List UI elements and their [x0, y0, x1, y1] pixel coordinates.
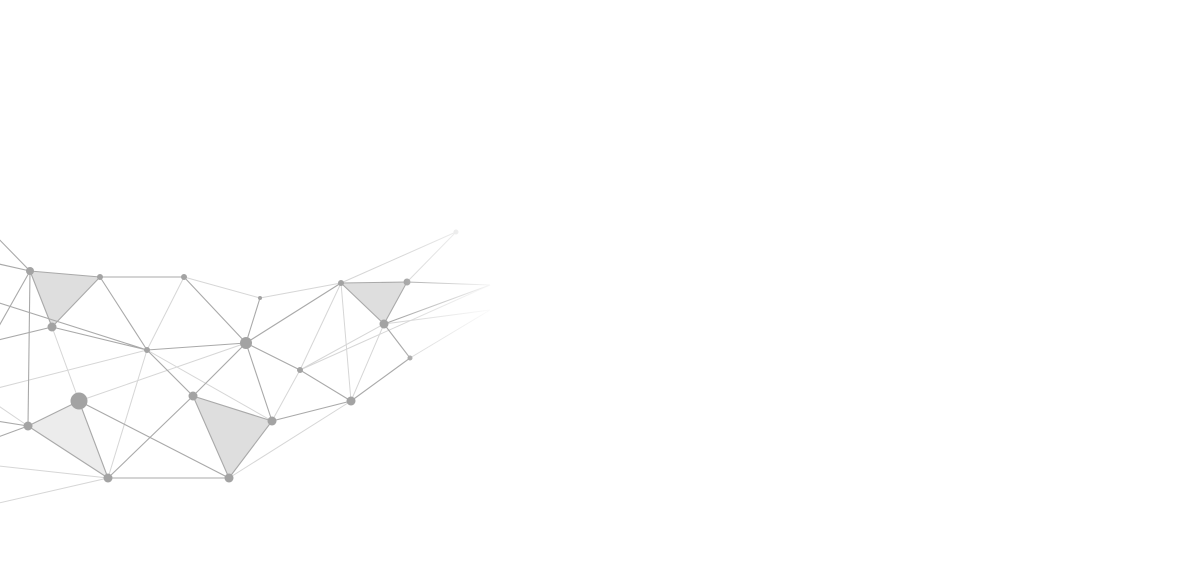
connection-line: [78, 342, 247, 402]
connection-line: [183, 276, 261, 299]
connection-line: [0, 421, 29, 427]
connection-line: [27, 400, 80, 427]
connection-line: [0, 239, 31, 272]
connection-line: [27, 270, 31, 427]
connection-line: [0, 326, 53, 341]
network-node: [346, 396, 356, 406]
connection-line: [0, 270, 31, 326]
connection-line: [245, 342, 273, 422]
network-node: [407, 355, 413, 361]
network-node: [144, 347, 150, 353]
network-nodes: [23, 229, 459, 483]
connection-line: [299, 323, 385, 371]
shaded-triangle: [341, 282, 407, 324]
connection-line: [27, 425, 109, 479]
connection-line: [146, 349, 273, 422]
connection-line: [340, 282, 385, 325]
connection-line: [146, 349, 194, 397]
connection-line: [0, 406, 29, 427]
connection-line: [99, 276, 148, 351]
network-node: [103, 473, 113, 483]
connection-line: [192, 395, 230, 479]
connection-line: [406, 231, 457, 283]
connection-line: [192, 342, 247, 397]
connection-line: [192, 395, 273, 422]
connection-line: [228, 400, 352, 479]
network-node: [258, 296, 262, 300]
connection-line: [146, 342, 247, 351]
network-node: [70, 392, 88, 410]
connection-line: [299, 284, 491, 371]
connection-line: [0, 477, 109, 504]
connection-line: [245, 297, 261, 344]
shaded-triangle: [28, 401, 108, 478]
shaded-triangle: [30, 271, 100, 327]
network-node: [224, 473, 234, 483]
connection-line: [78, 400, 109, 479]
connection-line: [0, 263, 31, 272]
network-node: [26, 267, 34, 275]
network-node: [379, 319, 389, 329]
connection-line: [78, 400, 230, 479]
connection-line: [406, 281, 491, 286]
connection-line: [0, 302, 148, 351]
connection-line: [340, 282, 352, 402]
network-node: [188, 391, 198, 401]
connection-line: [409, 309, 491, 359]
connection-line: [228, 420, 273, 479]
connection-line: [383, 309, 491, 325]
connection-line: [299, 369, 352, 402]
connection-line: [0, 349, 148, 388]
connection-line: [271, 400, 352, 422]
network-node: [23, 421, 33, 431]
connection-line: [51, 326, 148, 351]
shaded-triangle: [193, 396, 272, 478]
network-node: [338, 280, 344, 286]
network-node: [267, 416, 277, 426]
connection-line: [51, 326, 80, 402]
connection-line: [340, 281, 408, 284]
network-node: [181, 274, 187, 280]
connection-lines: [0, 231, 491, 504]
connection-line: [271, 369, 301, 422]
connection-line: [29, 270, 53, 328]
connection-line: [383, 323, 411, 359]
connection-line: [146, 276, 185, 351]
connection-line: [51, 276, 101, 328]
connection-line: [350, 323, 385, 402]
network-node: [403, 278, 411, 286]
connection-line: [29, 270, 101, 278]
network-node: [297, 367, 303, 373]
network-node: [453, 229, 459, 235]
connection-line: [340, 231, 457, 284]
connection-line: [107, 349, 148, 479]
connection-line: [0, 425, 29, 437]
connection-line: [299, 282, 342, 371]
connection-line: [383, 284, 491, 325]
connection-line: [0, 465, 109, 479]
network-node: [240, 337, 252, 349]
connection-line: [107, 395, 194, 479]
connection-line: [350, 357, 411, 402]
network-node: [47, 322, 57, 332]
connection-line: [259, 282, 342, 299]
connection-line: [245, 282, 342, 344]
shaded-triangles: [28, 271, 407, 478]
connection-line: [245, 342, 301, 371]
connection-line: [383, 281, 408, 325]
connection-line: [183, 276, 247, 344]
network-node: [97, 274, 103, 280]
